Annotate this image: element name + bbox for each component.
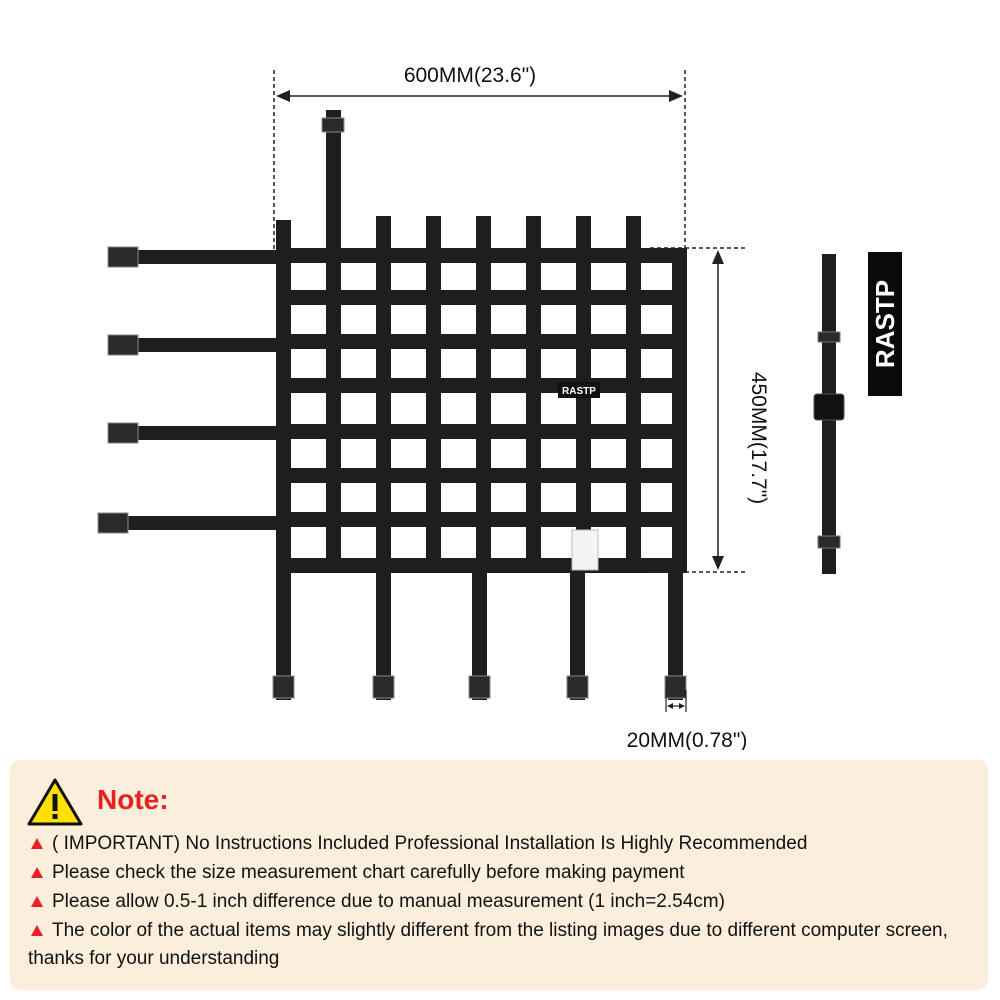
net-vertical-strap — [576, 248, 591, 572]
bottom-strap — [276, 572, 291, 700]
strap-buckle — [107, 334, 139, 356]
red-triangle-bullet-icon — [31, 896, 43, 907]
note-item: Please check the size measurement chart … — [28, 859, 978, 887]
note-item-text: The color of the actual items may slight… — [28, 920, 948, 969]
net-brand-tag-text: RASTP — [562, 386, 596, 397]
net-horizontal-strap — [276, 290, 686, 305]
spare-strap — [813, 254, 845, 574]
care-label — [571, 529, 599, 571]
left-side-strap — [100, 516, 276, 530]
warning-triangle-icon — [27, 778, 83, 826]
note-item-text: ( IMPORTANT) No Instructions Included Pr… — [52, 833, 808, 854]
strap-buckle — [97, 512, 129, 534]
strap-width-label: 20MM(0.78") — [627, 729, 748, 750]
left-side-strap — [110, 338, 276, 352]
brand-logo-label: RASTP — [868, 252, 902, 396]
top-strap-tab — [376, 216, 391, 250]
net-horizontal-strap — [276, 512, 686, 527]
strap-buckle — [272, 675, 295, 699]
note-title: Note: — [97, 784, 169, 815]
net-vertical-strap — [526, 248, 541, 572]
top-strap-tab — [526, 216, 541, 250]
window-net — [97, 110, 687, 700]
top-strap-tab — [476, 216, 491, 250]
note-item: ( IMPORTANT) No Instructions Included Pr… — [28, 830, 978, 858]
top-strap-tab — [626, 216, 641, 250]
note-item: The color of the actual items may slight… — [28, 917, 978, 973]
net-vertical-strap — [426, 248, 441, 572]
net-horizontal-strap — [276, 558, 686, 573]
top-long-strap — [326, 110, 341, 250]
top-strap-tab — [576, 216, 591, 250]
bottom-strap — [376, 572, 391, 700]
net-horizontal-strap — [276, 468, 686, 483]
left-side-strap — [110, 250, 276, 264]
red-triangle-bullet-icon — [31, 867, 43, 878]
note-list: ( IMPORTANT) No Instructions Included Pr… — [28, 830, 978, 974]
strap-buckle — [372, 675, 395, 699]
strap-width-dimension: 20MM(0.78") — [627, 690, 748, 750]
left-side-strap — [110, 426, 276, 440]
width-dimension: 600MM(23.6") — [273, 64, 686, 250]
bottom-strap — [472, 572, 487, 700]
red-triangle-bullet-icon — [31, 838, 43, 849]
top-strap-tab — [426, 216, 441, 250]
width-label: 600MM(23.6") — [404, 64, 536, 87]
note-item: Please allow 0.5-1 inch difference due t… — [28, 888, 978, 916]
net-vertical-strap — [626, 248, 641, 572]
brand-logo-text: RASTP — [870, 280, 900, 368]
net-vertical-strap — [326, 248, 341, 572]
height-label: 450MM(17.7") — [747, 372, 770, 504]
net-vertical-strap — [476, 248, 491, 572]
net-vertical-strap — [376, 248, 391, 572]
net-horizontal-strap — [276, 334, 686, 349]
product-figure: RASTP 600MM(23.6") 450MM(17.7") 20MM(0.7… — [97, 64, 902, 750]
strap-buckle — [664, 675, 687, 699]
net-horizontal-strap — [276, 248, 686, 263]
strap-buckle — [107, 422, 139, 444]
strap-buckle — [468, 675, 491, 699]
red-triangle-bullet-icon — [31, 925, 43, 936]
net-brand-tag: RASTP — [558, 382, 600, 398]
strap-buckle — [566, 675, 589, 699]
net-horizontal-strap — [276, 378, 686, 393]
note-item-text: Please check the size measurement chart … — [52, 862, 685, 883]
height-dimension: 450MM(17.7") — [650, 247, 770, 573]
strap-buckle — [321, 117, 345, 133]
strap-buckle — [107, 246, 139, 268]
net-horizontal-strap — [276, 424, 686, 439]
top-strap-tab — [276, 220, 291, 250]
note-item-text: Please allow 0.5-1 inch difference due t… — [52, 891, 725, 912]
net-vertical-strap — [672, 248, 687, 572]
net-vertical-strap — [276, 248, 291, 572]
bottom-strap — [668, 572, 683, 700]
bottom-strap — [570, 572, 585, 700]
note-panel: Note: ( IMPORTANT) No Instructions Inclu… — [10, 760, 988, 990]
